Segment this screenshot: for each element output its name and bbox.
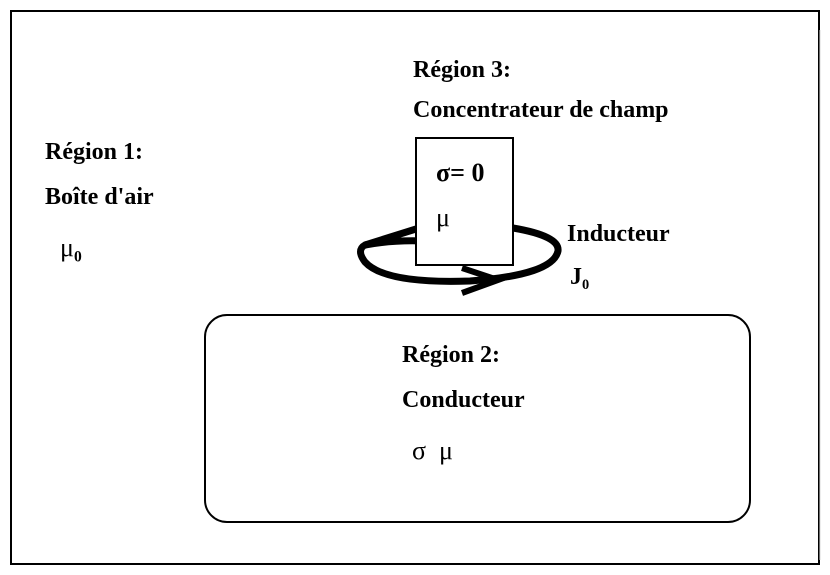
mu-symbol: μ <box>60 233 74 262</box>
region2-properties: σ μ <box>412 436 453 465</box>
region1-name: Boîte d'air <box>45 184 154 210</box>
inductor-current: J0 <box>570 265 589 292</box>
concentrator-box <box>415 137 514 266</box>
coil-arrow-icon <box>460 265 508 296</box>
current-subscript: 0 <box>582 277 590 294</box>
region1-title: Région 1: <box>45 139 143 165</box>
outer-frame <box>10 10 820 565</box>
region2-name: Conducteur <box>402 387 525 413</box>
region1-permeability: μ0 <box>60 235 82 265</box>
mu-subscript: 0 <box>73 248 82 266</box>
region3-name: Concentrateur de champ <box>413 97 669 123</box>
region3-title: Région 3: <box>413 57 511 83</box>
region2-title: Région 2: <box>402 342 500 368</box>
current-symbol: J <box>570 264 582 290</box>
concentrator-mu: μ <box>436 203 450 232</box>
concentrator-sigma: σ= 0 <box>436 158 485 187</box>
conductor-box <box>204 314 751 523</box>
inductor-coil-front <box>357 224 562 285</box>
inductor-label: Inducteur <box>567 221 670 247</box>
